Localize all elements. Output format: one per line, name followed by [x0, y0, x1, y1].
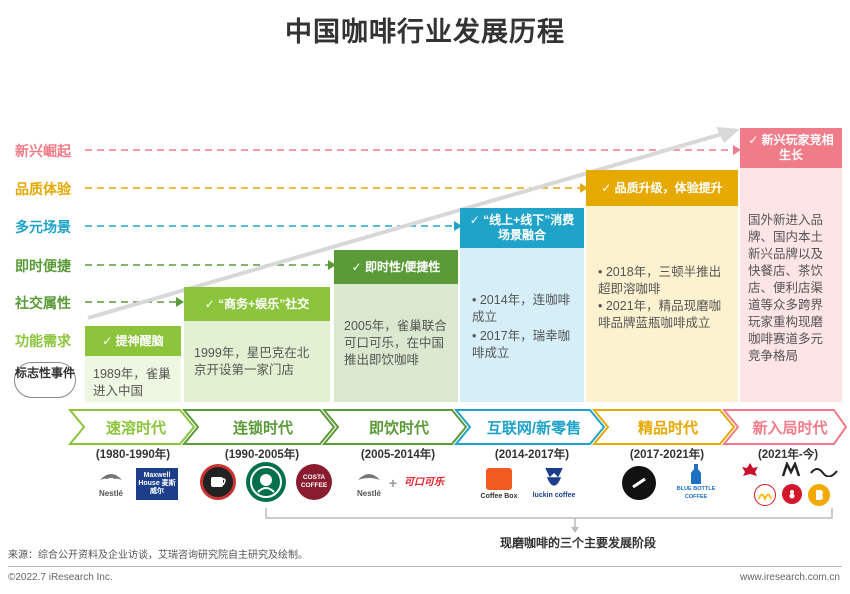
era-years-3: (2005-2014年) [360, 449, 436, 461]
column-head-1: ✓ 提神醒脑 [85, 326, 181, 356]
column-body-1: 1989年，雀巢进入中国 [85, 356, 181, 402]
stage-label-quality: 品质体验 [15, 181, 71, 197]
website: www.iresearch.com.cn [739, 572, 840, 583]
seesaw-mark-icon [810, 468, 838, 477]
bracket-arrow [571, 527, 579, 533]
column-body-3: 2005年，雀巢联合可口可乐，在中国推出即饮咖啡 [334, 284, 458, 402]
era-years-5: (2017-2021年) [629, 449, 705, 461]
deer-icon [545, 467, 563, 486]
era-chevron-6 [721, 409, 848, 445]
era-2: 连锁时代 [232, 419, 293, 437]
era-years-6: (2021年-今) [757, 449, 819, 461]
coffee-cup-icon [211, 477, 226, 487]
tims-logo [738, 460, 762, 480]
bluebottle-logo: BLUE BOTTLE COFFEE [676, 462, 716, 502]
coffeebox-logo: Coffee Box [476, 462, 522, 506]
level-arrow-emerging [733, 145, 741, 155]
bracket [265, 508, 833, 519]
era-6: 新入局时代 [752, 419, 828, 437]
column-4-item-1: • 2014年，连咖啡成立 [472, 293, 571, 324]
level-arrow-quality [580, 183, 588, 193]
era-chevron-4 [453, 409, 606, 445]
saturn-icon [632, 477, 646, 489]
stage-label-scene: 多元场景 [15, 219, 71, 235]
era-years-4: (2014-2017年) [494, 449, 570, 461]
stage-label-emerging: 新兴崛起 [15, 143, 71, 159]
column-5-item-1: • 2018年，三顿半推出超即溶咖啡 [598, 265, 722, 296]
column-head-6: ✓ 新兴玩家竞相生长 [740, 128, 842, 168]
column-4-item-2: • 2017年，瑞幸咖啡成立 [472, 329, 571, 360]
level-arrow-scene [454, 221, 462, 231]
column-head-2: ✓ “商务+娱乐”社交 [184, 287, 330, 321]
siren-icon [250, 466, 282, 498]
luckin-logo: luckin coffee [530, 460, 578, 506]
costa-logo: COSTA COFFEE [296, 464, 332, 500]
maple-leaf-icon [742, 463, 758, 476]
seesaw-logo [808, 462, 840, 478]
nestle-text-2: Nestlé [357, 489, 382, 498]
page-title: 中国咖啡行业发展历程 [285, 17, 565, 47]
level-arrow-social [176, 297, 184, 307]
bracket-label: 现磨咖啡的三个主要发展阶段 [500, 536, 657, 550]
column-5-item-2: • 2021年，精品现磨咖啡品牌蓝瓶咖啡成立 [598, 299, 722, 330]
maxwell-logo: Maxwell House 麦斯威尔 [136, 468, 178, 500]
plus-icon: + [388, 475, 398, 491]
era-chevron-3 [321, 409, 468, 445]
stage-label-social: 社交属性 [15, 295, 71, 311]
column-body-6: 国外新进入品牌、国内本土新兴品牌以及快餐店、茶饮店、便利店渠道等众多跨界玩家重构… [740, 168, 842, 402]
coffeebox-mark [486, 467, 512, 490]
snowman-icon [789, 490, 795, 499]
era-chevron-5 [591, 409, 736, 445]
mccafe-logo [754, 484, 776, 506]
footer-divider [8, 566, 842, 567]
luckin-text: luckin coffee [532, 492, 576, 499]
source-note: 来源：综合公开资料及企业访谈，艾瑞咨询研究院自主研究及绘制。 [8, 550, 308, 561]
stage-label-instant: 即时便捷 [15, 258, 71, 274]
arches-icon [758, 493, 772, 500]
bottle-icon [691, 464, 701, 484]
manner-logo [780, 460, 802, 480]
nestle-nest-icon: Nestlé [99, 474, 124, 498]
nestle-logo: Nestlé [92, 466, 130, 500]
saturnbird-logo [622, 466, 656, 500]
nestle-logo-2: Nestlé [352, 466, 386, 500]
nestle-text: Nestlé [99, 489, 124, 498]
era-years-2: (1990-2005年) [224, 449, 300, 461]
m-mark-icon [781, 462, 801, 477]
coffeebox-text: Coffee Box [480, 492, 518, 500]
mixue-logo [782, 484, 802, 504]
era-chevron-2 [181, 409, 336, 445]
column-head-5: ✓ 品质升级，体验提升 [586, 170, 738, 206]
pacific-coffee-logo [200, 464, 236, 500]
column-head-3: ✓ 即时性/便捷性 [334, 250, 458, 284]
era-1: 速溶时代 [105, 419, 166, 437]
era-chevron-1 [67, 409, 196, 445]
era-years-1: (1980-1990年) [95, 449, 171, 461]
column-head-4: ✓ “线上+线下”消费场景融合 [460, 208, 584, 248]
era-4: 互联网/新零售 [486, 419, 582, 437]
nestle-nest-icon-2: Nestlé [357, 474, 382, 498]
column-body-4: • 2014年，连咖啡成立 • 2017年，瑞幸咖啡成立 [460, 248, 584, 402]
column-body-5: • 2018年，三顿半推出超即溶咖啡 • 2021年，精品现磨咖啡品牌蓝瓶咖啡成… [586, 206, 738, 402]
bingo-logo [808, 484, 830, 506]
b-mark-icon [816, 490, 823, 500]
starbucks-logo [246, 462, 286, 502]
growth-arrow-head [716, 127, 740, 143]
stage-label-function: 功能需求 [15, 333, 71, 349]
bluebottle-text: BLUE BOTTLE COFFEE [676, 486, 716, 500]
cocacola-logo: 可口可乐 [404, 477, 444, 488]
event-label: 标志性事件 [14, 362, 76, 398]
era-5: 精品时代 [637, 419, 698, 437]
era-3: 即饮时代 [368, 419, 429, 437]
level-arrow-instant [328, 260, 336, 270]
copyright: ©2022.7 iResearch Inc. [8, 572, 113, 583]
column-body-2: 1999年，星巴克在北京开设第一家门店 [184, 321, 330, 402]
